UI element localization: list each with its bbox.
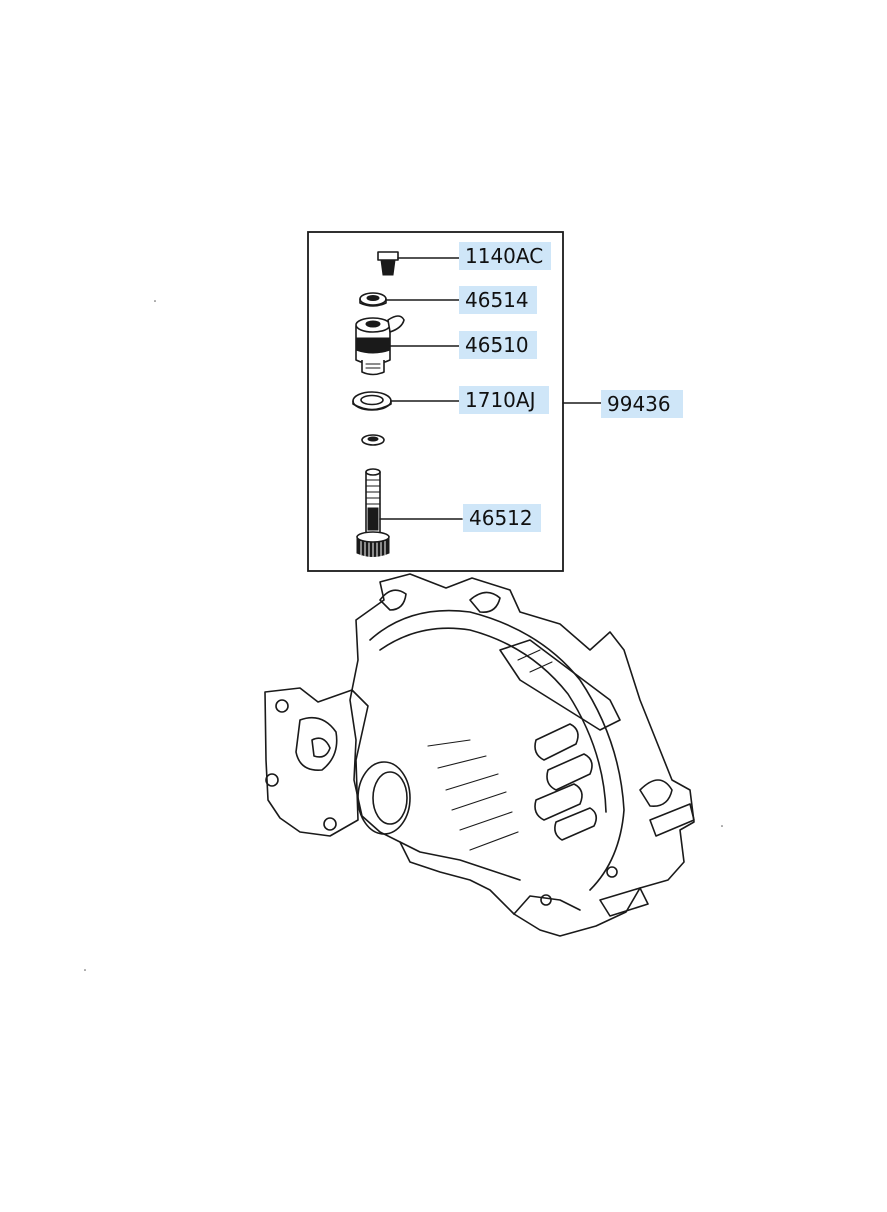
part-label-1140ac[interactable]: 1140AC [459,242,551,270]
assembly-group-box [307,231,564,572]
part-label-99436[interactable]: 99436 [601,390,683,418]
speck [154,300,156,302]
speck [721,825,723,827]
gear-shaft-part[interactable] [356,468,390,558]
transaxle-housing[interactable] [264,573,695,937]
part-label-46514[interactable]: 46514 [459,286,537,314]
o-ring-part[interactable] [352,391,392,411]
nut-part[interactable] [359,292,387,307]
part-label-46512[interactable]: 46512 [463,504,541,532]
sleeve-part[interactable] [355,315,405,376]
small-ring-part[interactable] [361,434,385,446]
speck [84,969,86,971]
part-label-46510[interactable]: 46510 [459,331,537,359]
part-label-1710aj[interactable]: 1710AJ [459,386,549,414]
bolt-part[interactable] [377,251,399,276]
